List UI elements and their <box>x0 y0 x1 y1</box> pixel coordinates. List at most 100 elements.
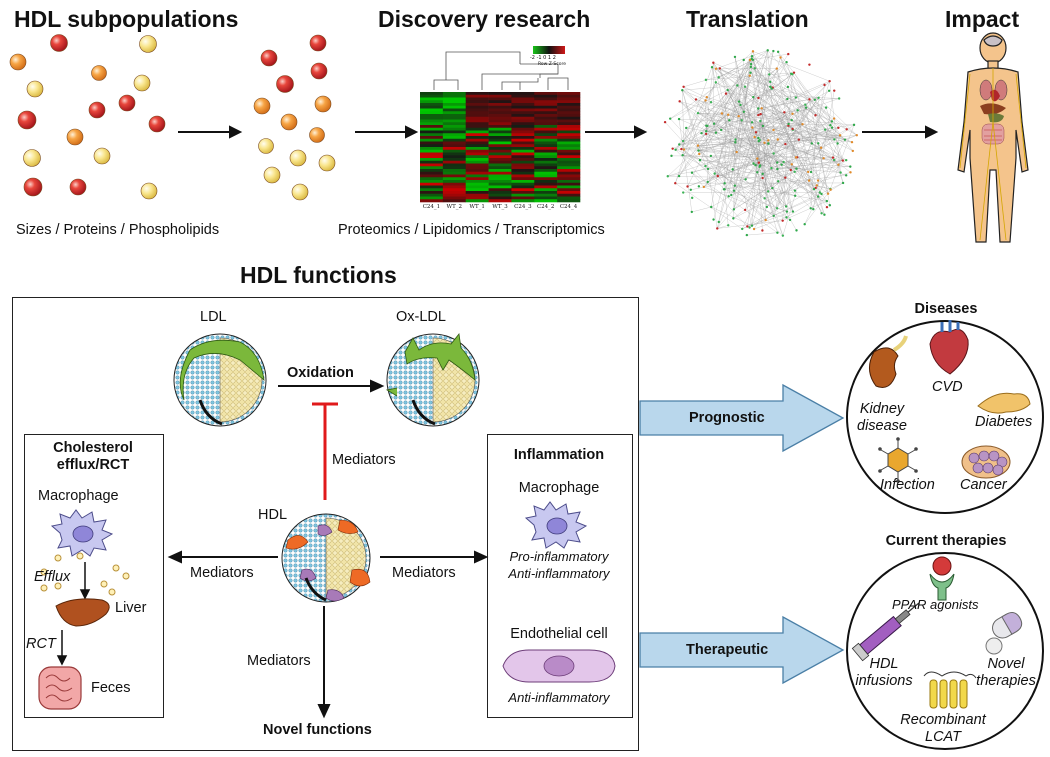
translation-network <box>663 49 858 237</box>
network-edge <box>735 139 787 207</box>
network-edge <box>733 190 774 216</box>
heatmap-cell <box>488 191 512 195</box>
network-node <box>737 115 740 118</box>
heatmap-cell <box>557 147 581 151</box>
network-edge <box>738 101 759 109</box>
heatmap-cell <box>420 144 444 148</box>
network-node <box>794 96 798 99</box>
hdl-particle-icon <box>281 513 371 603</box>
network-edge <box>713 62 771 87</box>
network-edge <box>786 62 812 144</box>
heatmap-cell <box>511 141 535 145</box>
feces-label: Feces <box>91 680 131 696</box>
endothelial-anti-inflammatory-label: Anti-inflammatory <box>508 690 610 705</box>
heatmap-cell <box>557 149 581 153</box>
network-node <box>712 218 715 221</box>
network-edge <box>718 59 753 78</box>
network-node <box>686 185 689 188</box>
network-edge <box>687 56 753 187</box>
network-edge <box>751 58 847 130</box>
network-edge <box>703 120 761 187</box>
network-edge <box>758 114 789 125</box>
hdl-functions-panel <box>12 297 639 751</box>
network-edge <box>762 74 770 126</box>
network-node <box>790 118 793 122</box>
diseases-title: Diseases <box>914 301 978 317</box>
network-node <box>817 195 820 198</box>
network-edge <box>750 66 803 125</box>
network-edge <box>679 139 760 145</box>
network-node <box>756 157 759 160</box>
network-edge <box>675 183 743 230</box>
heatmap-cell <box>557 133 581 137</box>
heatmap-cell <box>420 185 444 189</box>
network-edge <box>816 185 820 193</box>
network-node <box>837 97 841 100</box>
network-edge <box>782 201 827 221</box>
network-node <box>724 92 728 95</box>
endothelial-cell-label: Endothelial cell <box>510 626 608 642</box>
network-node <box>727 224 730 227</box>
network-edge <box>804 189 831 225</box>
network-node <box>843 138 847 141</box>
heatmap-cell <box>557 119 581 123</box>
heatmap-cell <box>465 133 489 137</box>
network-edge <box>729 74 793 121</box>
heatmap-cell <box>557 108 581 112</box>
heatmap-cell <box>534 155 558 159</box>
network-edge <box>767 50 779 182</box>
heatmap-cell <box>442 180 467 184</box>
network-edge <box>678 51 754 120</box>
network-node <box>837 126 840 129</box>
network-node <box>748 226 751 229</box>
heatmap-cell <box>511 166 535 170</box>
network-edge <box>838 164 844 183</box>
heatmap-cell <box>534 144 558 148</box>
network-node <box>844 174 848 177</box>
network-edge <box>726 93 840 99</box>
network-node <box>794 156 798 159</box>
network-edge <box>770 54 789 82</box>
network-edge <box>752 51 822 214</box>
heatmap-cell <box>488 155 512 159</box>
network-node <box>680 147 683 151</box>
network-node <box>784 205 788 208</box>
network-node <box>775 67 778 70</box>
network-edge <box>752 51 830 82</box>
heatmap-cell <box>465 169 489 173</box>
heatmap-cell <box>442 155 467 159</box>
heatmap-cell <box>534 125 558 129</box>
heatmap-cell <box>420 193 444 197</box>
network-node <box>759 112 762 116</box>
network-edge <box>683 50 768 150</box>
heatmap-cell <box>511 163 535 167</box>
heatmap-cell <box>465 174 489 178</box>
heatmap-cell <box>442 182 467 186</box>
heatmap-cell <box>465 191 489 195</box>
network-node <box>833 89 836 92</box>
network-edge <box>751 153 774 226</box>
network-node <box>733 184 737 187</box>
network-node <box>750 121 754 124</box>
heatmap-cell <box>420 171 444 175</box>
network-node <box>751 58 755 62</box>
heatmap-cell <box>534 94 558 98</box>
network-edge <box>743 111 792 121</box>
heatmap-cell <box>420 141 444 145</box>
network-node <box>698 158 702 162</box>
network-edge <box>715 50 768 69</box>
network-edge <box>732 169 831 190</box>
network-edge <box>785 177 830 206</box>
network-edge <box>785 97 819 145</box>
heatmap-cell <box>488 122 512 126</box>
network-edge <box>733 177 786 219</box>
network-node <box>832 158 836 162</box>
network-node <box>759 119 762 123</box>
network-node <box>801 122 804 126</box>
network-node <box>831 156 835 159</box>
network-node <box>663 120 667 124</box>
heatmap-cell <box>488 94 512 98</box>
network-node <box>813 98 816 102</box>
heatmap-cell <box>534 147 558 151</box>
heatmap-cell <box>420 152 444 156</box>
